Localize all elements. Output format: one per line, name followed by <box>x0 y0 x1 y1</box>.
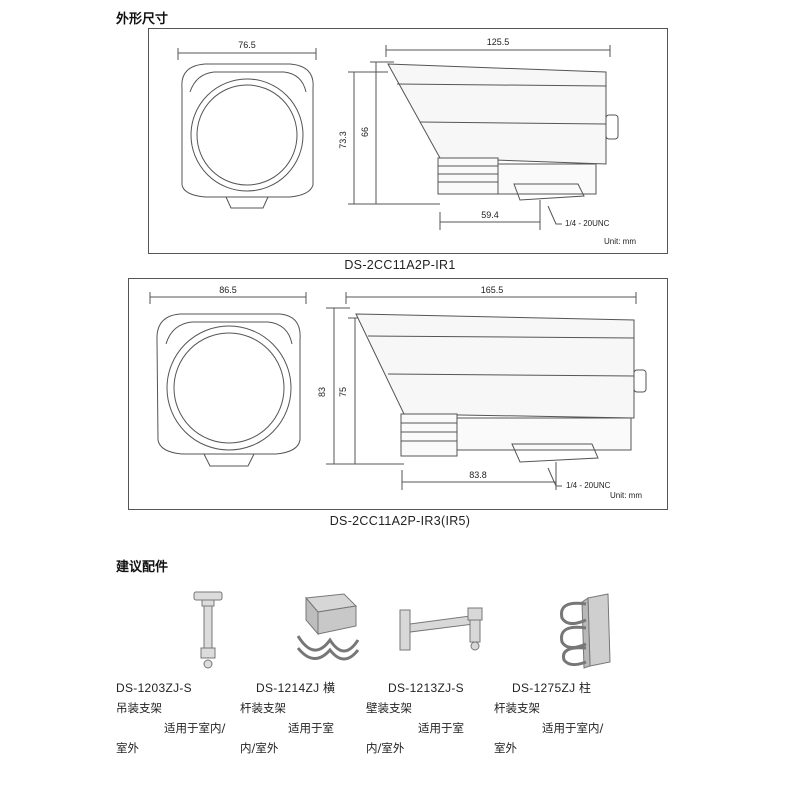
accessory-type: 壁装支架 <box>366 701 412 715</box>
accessory-type: 杆装支架 <box>240 701 286 715</box>
drawing-caption-ir1: DS-2CC11A2P-IR1 <box>344 258 456 272</box>
dim-front-width-ir1: 76.5 <box>238 40 256 50</box>
wall-mount-icon <box>399 607 483 651</box>
dim-side-length-ir3: 165.5 <box>481 285 504 295</box>
accessory-type: 杆装支架 <box>494 701 540 715</box>
thread-label-ir3: 1/4 - 20UNC <box>566 481 611 490</box>
accessory-usage-cont: 内/室外 <box>366 741 405 755</box>
dim-height-total-ir3: 83 <box>317 387 327 397</box>
dim-height-body-ir1: 66 <box>360 127 370 137</box>
accessory-item-pendant: DS-1203ZJ-S 吊装支架 适用于室内/ 室外 <box>116 678 256 758</box>
accessory-usage: 适用于室内/ <box>164 721 226 735</box>
accessory-type: 吊装支架 <box>116 701 162 715</box>
column-mount-icon <box>560 593 611 669</box>
accessory-usage: 适用于室 <box>418 721 464 735</box>
pendant-mount-icon <box>193 591 223 669</box>
dim-height-total-ir1: 73.3 <box>338 131 348 149</box>
accessory-model: DS-1203ZJ-S <box>116 681 192 695</box>
dim-height-body-ir3: 75 <box>338 387 348 397</box>
accessory-usage-cont: 内/室外 <box>240 741 279 755</box>
accessory-usage-cont: 室外 <box>494 741 517 755</box>
dim-front-width-ir3: 86.5 <box>219 285 237 295</box>
thread-label-ir1: 1/4 - 20UNC <box>565 219 610 228</box>
pole-mount-icon <box>296 593 360 661</box>
accessory-usage: 适用于室内/ <box>542 721 604 735</box>
accessory-usage-cont: 室外 <box>116 741 139 755</box>
unit-label-ir1: Unit: mm <box>604 237 636 246</box>
accessory-item-pole: DS-1214ZJ 横 杆装支架 适用于室 内/室外 <box>240 678 380 758</box>
section-title-dimensions: 外形尺寸 <box>116 12 169 27</box>
unit-label-ir3: Unit: mm <box>610 491 642 500</box>
accessory-item-wall: DS-1213ZJ-S 壁装支架 适用于室 内/室外 <box>366 678 506 758</box>
drawing-caption-ir3: DS-2CC11A2P-IR3(IR5) <box>329 514 471 528</box>
accessory-model: DS-1275ZJ 柱 <box>512 681 592 695</box>
dim-side-length-ir1: 125.5 <box>487 37 510 47</box>
accessory-model: DS-1214ZJ 横 <box>256 681 336 695</box>
accessory-usage: 适用于室 <box>288 721 334 735</box>
section-title-accessories: 建议配件 <box>116 560 169 575</box>
accessory-item-column: DS-1275ZJ 柱 杆装支架 适用于室内/ 室外 <box>494 678 644 758</box>
dim-mount-offset-ir3: 83.8 <box>469 470 487 480</box>
dim-mount-offset-ir1: 59.4 <box>481 210 499 220</box>
accessory-model: DS-1213ZJ-S <box>388 681 464 695</box>
